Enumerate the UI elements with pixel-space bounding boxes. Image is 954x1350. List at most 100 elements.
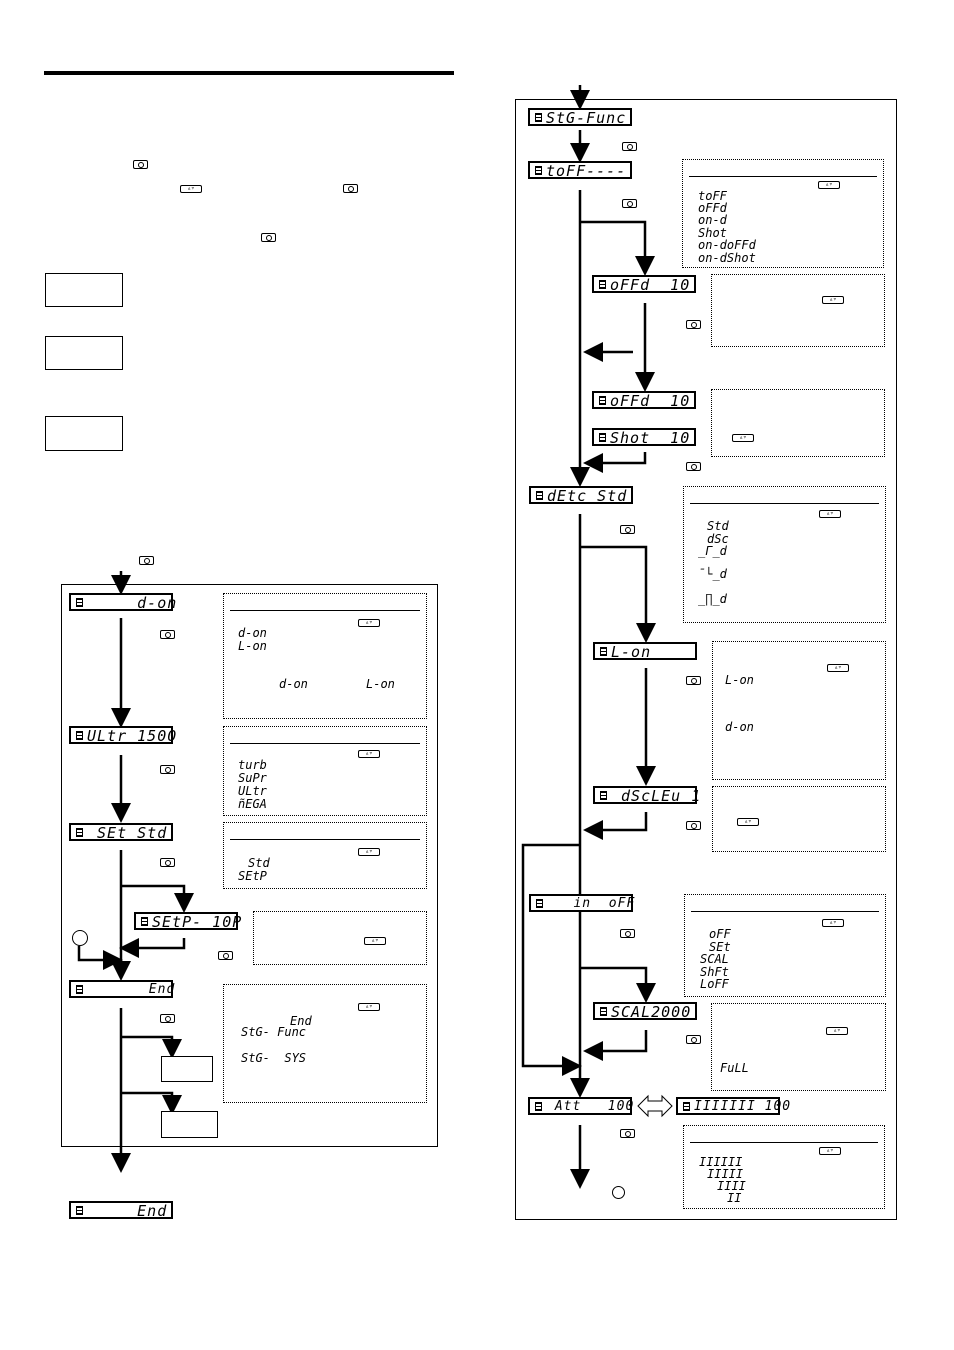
option: Std xyxy=(248,856,270,870)
lcd-bar: IIIIIII 100 xyxy=(676,1097,790,1115)
option: Std xyxy=(707,519,729,533)
note-l-on: L-on xyxy=(366,677,395,691)
lcd-shot: Shot 10 xyxy=(592,428,696,447)
option: on-dShot xyxy=(698,251,756,265)
option: SCAL xyxy=(700,952,729,966)
lcd-in: in oFF xyxy=(529,894,636,912)
lcd-toff: toFF---- xyxy=(528,161,632,180)
mode-key-icon xyxy=(686,462,701,471)
option: _∏_d xyxy=(698,592,727,606)
setting-box: ▵▿ Std SEtP xyxy=(223,822,427,889)
option-l-on: L-on xyxy=(238,639,267,653)
updown-key-icon: ▵▿ xyxy=(822,919,844,927)
option: SEtP xyxy=(238,869,267,883)
exit-box-1 xyxy=(161,1056,213,1082)
lcd-text: Att 100 xyxy=(546,1099,635,1114)
option: SuPr xyxy=(238,771,267,785)
option: toFF xyxy=(698,189,727,203)
segment-icon xyxy=(599,280,606,289)
lcd-text: dEtc Std xyxy=(547,487,628,505)
mode-key-icon xyxy=(686,1035,701,1044)
input-box: ▵▿ oFF SEt SCAL ShFt LoFF xyxy=(684,894,886,997)
mode-key-icon xyxy=(343,184,358,193)
lcd-text: End xyxy=(87,1202,168,1220)
option: ShFt xyxy=(700,965,729,979)
stg-func-note: StG- Func xyxy=(241,1025,307,1039)
segment-icon xyxy=(535,1102,542,1111)
option: IIIIII xyxy=(699,1155,743,1169)
updown-key-icon: ▵▿ xyxy=(827,664,849,672)
updown-key-icon: ▵▿ xyxy=(826,1027,848,1035)
lcd-text: StG-Func xyxy=(546,109,627,127)
segment-icon xyxy=(599,433,606,442)
mode-key-icon xyxy=(620,1129,635,1138)
segment-icon xyxy=(141,917,148,926)
updown-key-icon: ▵▿ xyxy=(818,181,840,189)
segment-icon xyxy=(536,899,543,908)
option: SEt xyxy=(709,940,731,954)
lcd-text: L-on xyxy=(611,643,652,661)
lcd-text: Shot 10 xyxy=(610,429,691,447)
label-box-1 xyxy=(45,273,123,307)
segment-icon xyxy=(76,828,83,837)
segment-icon xyxy=(600,791,607,800)
option: Shot xyxy=(698,226,727,240)
stg-sys-note: StG- SYS xyxy=(241,1051,307,1065)
updown-key-icon: ▵▿ xyxy=(819,510,841,518)
option: II xyxy=(727,1191,742,1205)
option: dSc xyxy=(707,532,729,546)
option: _Γ_d xyxy=(698,544,727,558)
segment-icon xyxy=(76,731,83,740)
mode-key-icon xyxy=(620,929,635,938)
lcd-detc: dEtc Std xyxy=(529,486,633,505)
shot-box: ▵▿ xyxy=(711,389,885,457)
mode-key-icon xyxy=(620,525,635,534)
label-box-2 xyxy=(45,336,123,370)
lcd-text: toFF---- xyxy=(546,162,627,180)
lcd-text: SEtP- 10P xyxy=(152,913,243,931)
end-note: End xyxy=(290,1014,312,1028)
option: LoFF xyxy=(700,977,729,991)
lcd-att: Att 100 xyxy=(528,1097,635,1115)
option: ULtr xyxy=(238,784,267,798)
option: turb xyxy=(238,758,267,772)
cancel-ring-icon xyxy=(72,930,88,946)
option-l-on: L-on xyxy=(725,673,754,687)
updown-key-icon: ▵▿ xyxy=(822,296,844,304)
segment-icon xyxy=(683,1102,690,1111)
lcd-d-on: d-on xyxy=(69,593,176,612)
detect-box: ▵▿ Std dSc _Γ_d ¯└_d _∏_d xyxy=(683,486,886,623)
lcd-set: SEt Std xyxy=(69,823,173,842)
segment-icon xyxy=(76,985,83,994)
lcd-text: d-on xyxy=(87,594,178,612)
updown-key-icon: ▵▿ xyxy=(358,848,380,856)
updown-key-icon: ▵▿ xyxy=(358,750,380,758)
l-on-box: ▵▿ L-on d-on xyxy=(712,641,886,780)
lcd-offd: oFFd 10 xyxy=(592,275,696,294)
segment-icon xyxy=(535,113,542,122)
scal-box: ▵▿ FuLL xyxy=(711,1003,886,1091)
mode-key-icon xyxy=(686,821,701,830)
updown-key-icon: ▵▿ xyxy=(358,619,380,627)
lcd-text: ULtr 1500 xyxy=(87,727,178,745)
mode-key-icon xyxy=(133,160,148,169)
segment-icon xyxy=(76,1206,83,1215)
option: IIII xyxy=(717,1179,746,1193)
updown-key-icon: ▵▿ xyxy=(819,1147,841,1155)
end-box: ▵▿ End StG- Func StG- SYS xyxy=(223,984,427,1103)
option: ¯└_d xyxy=(698,567,727,581)
lcd-setp: SEtP- 10P xyxy=(134,912,241,931)
cancel-ring-icon xyxy=(612,1186,625,1199)
setp-box: ▵▿ xyxy=(253,911,427,965)
lcd-text: IIIIIII 100 xyxy=(694,1099,792,1114)
segment-icon xyxy=(600,647,607,656)
lcd-text: in oFF xyxy=(547,896,636,911)
mode-key-icon xyxy=(261,233,276,242)
mode-key-icon xyxy=(160,765,175,774)
mode-key-icon xyxy=(686,320,701,329)
option: IIIII xyxy=(707,1167,744,1181)
updown-key-icon: ▵▿ xyxy=(180,185,202,193)
lcd-dsclev: dScLEu 1 xyxy=(593,786,700,805)
label-box-3 xyxy=(45,416,123,451)
